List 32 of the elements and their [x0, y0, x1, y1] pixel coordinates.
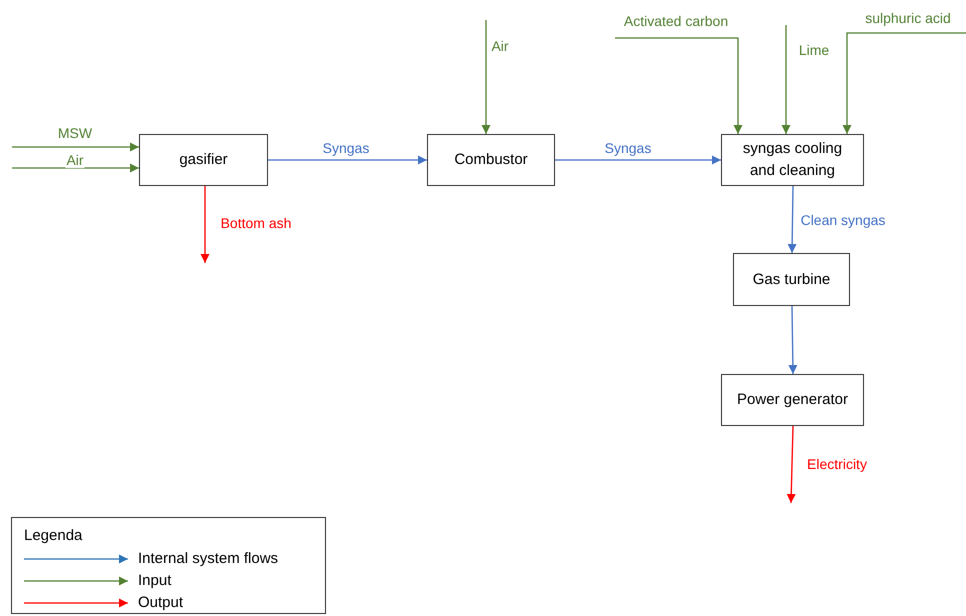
process-box: Gas turbine — [733, 253, 850, 306]
arrow — [788, 186, 797, 253]
process-box: syngas cooling and cleaning — [721, 134, 864, 186]
legend-text: Input — [138, 572, 172, 590]
legend-title: Legenda — [24, 527, 82, 545]
arrow — [12, 142, 139, 152]
legend-text: Output — [138, 594, 184, 612]
process-box: Power generator — [721, 374, 864, 426]
process-box: gasifier — [139, 134, 268, 186]
edge-label: Activated carbon — [622, 13, 730, 29]
arrow — [842, 32, 966, 134]
arrow — [12, 164, 139, 172]
arrow — [200, 186, 210, 263]
edge-label: Air — [65, 152, 85, 168]
edge-label: Lime — [798, 42, 830, 58]
arrow — [268, 156, 427, 164]
arrow — [786, 426, 796, 504]
edge-label: Syngas — [604, 140, 652, 156]
arrow — [615, 37, 742, 134]
legend-text: Internal system flows — [138, 550, 278, 568]
edge-label: Clean syngas — [800, 212, 886, 228]
edge-label: Air — [490, 38, 510, 54]
edge-label: Electricity — [806, 456, 868, 472]
edge-label: Bottom ash — [220, 215, 292, 231]
arrow — [482, 20, 490, 134]
process-box: Combustor — [427, 134, 555, 186]
arrow — [555, 156, 721, 164]
edge-label: MSW — [56, 125, 94, 141]
edge-label: Syngas — [322, 140, 370, 156]
arrow — [788, 306, 798, 374]
arrow — [782, 25, 790, 134]
edge-label: sulphuric acid — [864, 10, 952, 26]
